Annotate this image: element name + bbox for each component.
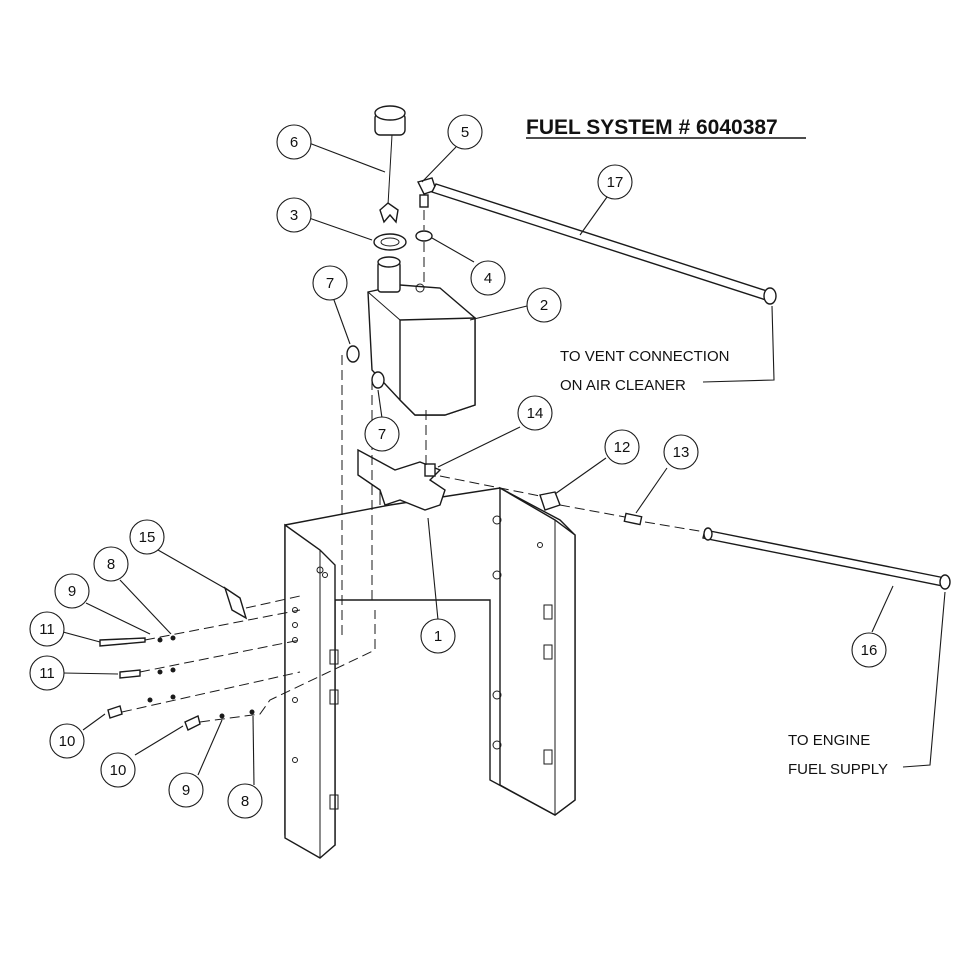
callout-12: 12	[604, 429, 640, 465]
callout-17: 17	[597, 164, 633, 200]
callout-9-lower: 9	[168, 772, 204, 808]
callout-11-lower: 11	[29, 655, 65, 691]
callout-7-lower: 7	[364, 416, 400, 452]
svg-text:9: 9	[182, 782, 190, 799]
vent-note-line2: ON AIR CLEANER	[560, 377, 686, 394]
tank-mount-plate	[357, 448, 446, 511]
callout-16: 16	[851, 632, 887, 668]
svg-text:15: 15	[139, 529, 156, 546]
leader-lines	[62, 142, 946, 786]
hardware-screws	[99, 635, 255, 731]
fuel-hose	[702, 527, 951, 590]
grommet	[415, 230, 433, 242]
callout-7-upper: 7	[312, 265, 348, 301]
callout-10-upper: 10	[49, 723, 85, 759]
frame-bracket	[284, 486, 576, 859]
fuel-tank	[367, 256, 476, 416]
svg-text:3: 3	[290, 207, 298, 224]
svg-text:2: 2	[540, 297, 548, 314]
bushing-lower	[371, 371, 385, 389]
svg-text:8: 8	[107, 556, 115, 573]
engine-note-line1: TO ENGINE	[788, 732, 870, 749]
svg-text:17: 17	[607, 174, 624, 191]
vent-note-line1: TO VENT CONNECTION	[560, 348, 729, 365]
callout-9-upper: 9	[54, 573, 90, 609]
assembly-lines	[121, 210, 706, 723]
callout-2: 2	[526, 287, 562, 323]
callout-8-lower: 8	[227, 783, 263, 819]
callout-8-upper: 8	[93, 546, 129, 582]
decal-plate	[223, 586, 248, 620]
svg-text:6: 6	[290, 134, 298, 151]
svg-text:10: 10	[110, 762, 127, 779]
fuel-cap	[374, 105, 406, 224]
callout-11-upper: 11	[29, 611, 65, 647]
bushing-upper	[346, 345, 360, 363]
hose-fitting	[623, 512, 643, 526]
svg-text:8: 8	[241, 793, 249, 810]
svg-text:11: 11	[39, 665, 55, 682]
callout-13: 13	[663, 434, 699, 470]
shutoff-valve	[539, 491, 561, 511]
svg-text:7: 7	[378, 426, 386, 443]
svg-text:14: 14	[527, 405, 544, 422]
engine-note-line2: FUEL SUPPLY	[788, 761, 888, 778]
svg-text:13: 13	[673, 444, 690, 461]
callout-1: 1	[420, 618, 456, 654]
svg-text:5: 5	[461, 124, 469, 141]
vent-hose	[431, 183, 777, 305]
svg-text:4: 4	[484, 270, 492, 287]
callout-5: 5	[447, 114, 483, 150]
diagram-title: FUEL SYSTEM # 6040387	[526, 116, 778, 139]
svg-text:12: 12	[614, 439, 631, 456]
callout-14: 14	[517, 395, 553, 431]
svg-text:1: 1	[434, 628, 442, 645]
callout-3: 3	[276, 197, 312, 233]
callout-10-lower: 10	[100, 752, 136, 788]
svg-text:9: 9	[68, 583, 76, 600]
svg-text:10: 10	[59, 733, 76, 750]
callout-6: 6	[276, 124, 312, 160]
svg-text:11: 11	[39, 621, 55, 638]
svg-text:7: 7	[326, 275, 334, 292]
callout-15: 15	[129, 519, 165, 555]
tank-outlet-fitting	[424, 463, 436, 477]
filler-ring	[373, 233, 407, 251]
svg-text:16: 16	[861, 642, 878, 659]
callout-4: 4	[470, 260, 506, 296]
